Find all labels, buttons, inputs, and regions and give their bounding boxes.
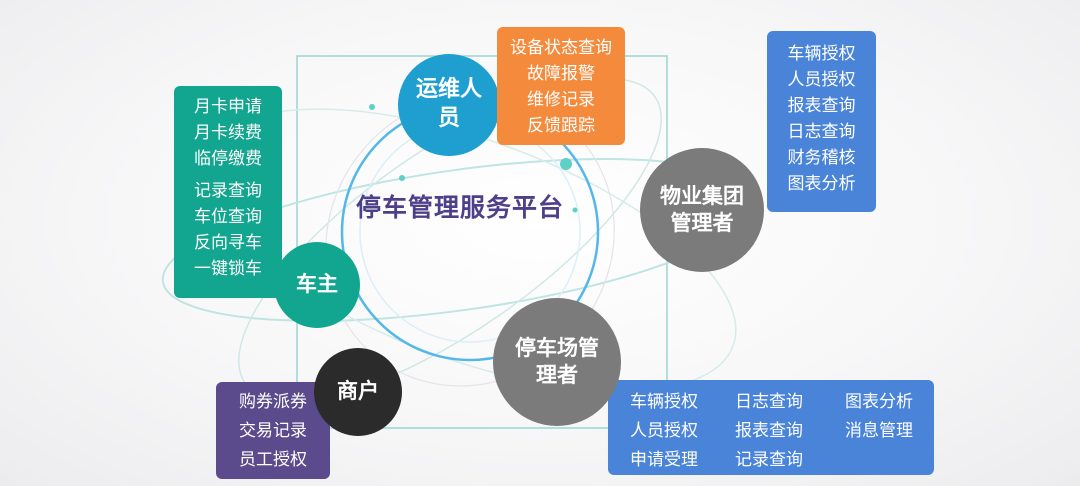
function-item: 报表查询 xyxy=(735,421,803,441)
function-item: 故障报警 xyxy=(527,64,595,84)
role-maintenance-label: 运维人员 xyxy=(415,77,482,131)
function-item: 维修记录 xyxy=(527,90,595,110)
function-item: 反向寻车 xyxy=(194,233,262,253)
function-item: 图表分析 xyxy=(787,174,856,194)
role-lot-manager-circle: 停车场管理者 xyxy=(493,298,621,426)
function-item: 月卡申请 xyxy=(194,97,262,117)
role-property-label: 物业集团管理者 xyxy=(660,183,744,235)
orbit-dot xyxy=(369,104,375,110)
function-item: 临停缴费 xyxy=(194,149,262,169)
function-item: 车辆授权 xyxy=(787,44,856,64)
function-item: 消息管理 xyxy=(845,421,913,441)
maintenance-functions-box: 设备状态查询 故障报警 维修记录 反馈跟踪 xyxy=(497,27,625,145)
role-merchant-circle: 商户 xyxy=(314,348,402,436)
function-item: 月卡续费 xyxy=(194,123,262,143)
owner-functions-box: 月卡申请 月卡续费 临停缴费 记录查询 车位查询 反向寻车 一键锁车 xyxy=(174,86,282,298)
function-item: 购券派券 xyxy=(239,392,307,412)
function-item: 员工授权 xyxy=(239,450,307,470)
lot-manager-functions-box: 车辆授权 日志查询 图表分析 人员授权 报表查询 消息管理 申请受理 记录查询 xyxy=(608,380,934,475)
property-functions-box: 车辆授权 人员授权 报表查询 日志查询 财务稽核 图表分析 xyxy=(767,31,876,212)
function-item: 车位查询 xyxy=(194,207,262,227)
platform-title: 停车管理服务平台 xyxy=(355,193,564,222)
function-item: 财务稽核 xyxy=(787,148,856,168)
function-item: 人员授权 xyxy=(787,70,856,90)
lot-manager-functions-grid: 车辆授权 日志查询 图表分析 人员授权 报表查询 消息管理 申请受理 记录查询 xyxy=(614,389,934,473)
function-item: 记录查询 xyxy=(194,181,262,201)
function-item: 记录查询 xyxy=(735,450,803,470)
role-maintenance-circle: 运维人员 xyxy=(398,54,500,156)
orbit-dot xyxy=(399,175,405,181)
orbit-dot xyxy=(572,207,578,213)
role-owner-label: 车主 xyxy=(296,272,338,297)
function-item: 设备状态查询 xyxy=(510,38,612,58)
role-merchant-label: 商户 xyxy=(337,379,379,404)
role-owner-circle: 车主 xyxy=(274,242,360,328)
function-item: 图表分析 xyxy=(845,392,913,412)
function-item: 车辆授权 xyxy=(630,392,698,412)
function-item: 一键锁车 xyxy=(194,259,262,279)
function-item: 日志查询 xyxy=(787,122,856,142)
orbit-dot xyxy=(560,158,572,170)
function-item: 报表查询 xyxy=(787,96,856,116)
merchant-functions-box: 购券派券 交易记录 员工授权 xyxy=(216,382,330,479)
function-item: 申请受理 xyxy=(630,450,698,470)
function-item: 日志查询 xyxy=(735,392,803,412)
function-item: 反馈跟踪 xyxy=(527,116,595,136)
role-property-circle: 物业集团管理者 xyxy=(640,148,764,272)
function-item: 人员授权 xyxy=(630,421,698,441)
role-lot-manager-label: 停车场管理者 xyxy=(515,335,599,387)
function-item: 交易记录 xyxy=(239,421,307,441)
